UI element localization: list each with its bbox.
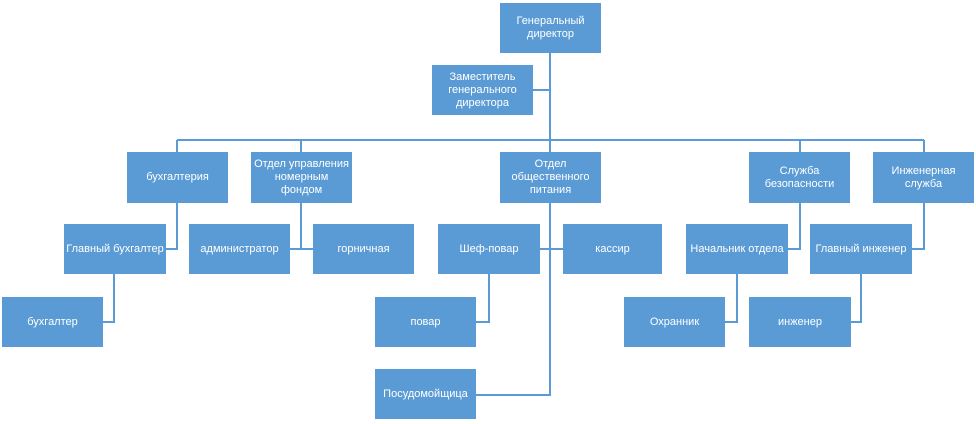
node-engineer: инженер [749, 297, 851, 347]
node-cook: повар [375, 297, 476, 347]
node-chef: Шеф-повар [438, 224, 540, 274]
node-room-fund-dept: Отдел управления номерным фондом [251, 152, 352, 203]
node-security-head: Начальник отдела [686, 224, 788, 274]
node-deputy-director: Заместитель генерального директора [432, 65, 533, 115]
node-guard: Охранник [624, 297, 725, 347]
node-chief-engineer: Главный инженер [810, 224, 912, 274]
node-dishwasher: Посудомойщица [375, 369, 476, 419]
node-catering-dept: Отдел общественного питания [500, 152, 601, 203]
node-general-director: Генеральный директор [500, 3, 601, 53]
node-security-service: Служба безопасности [749, 152, 850, 203]
node-maid: горничная [313, 224, 414, 274]
node-administrator: администратор [189, 224, 290, 274]
node-chief-accountant: Главный бухгалтер [64, 224, 166, 274]
node-accountant: бухгалтер [2, 297, 103, 347]
node-accounting: бухгалтерия [127, 152, 228, 203]
node-cashier: кассир [563, 224, 662, 274]
node-engineering-service: Инженерная служба [873, 152, 974, 203]
